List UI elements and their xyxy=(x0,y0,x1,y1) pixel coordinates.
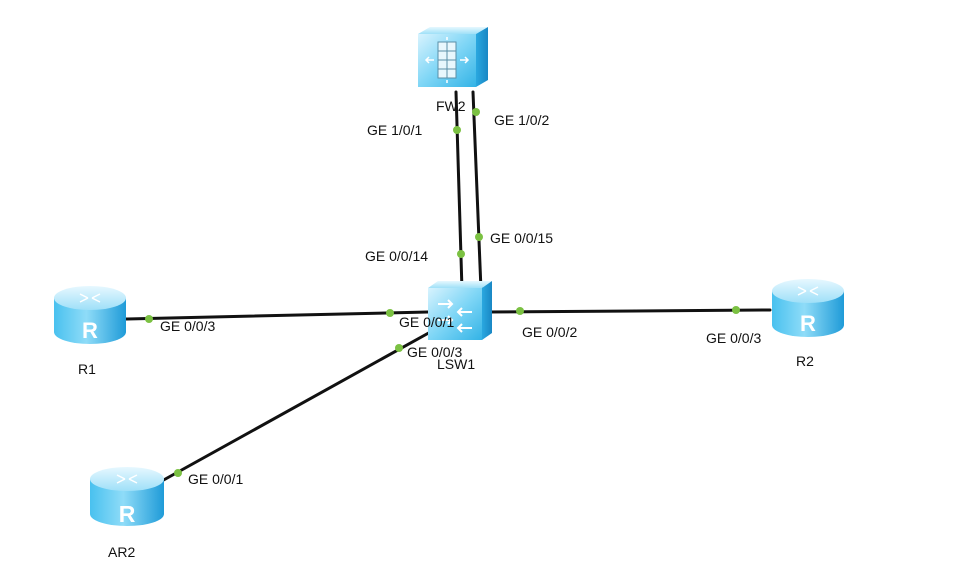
port-label-ar2-ge001: GE 0/0/1 xyxy=(188,471,243,487)
port-label-lsw1-ge002: GE 0/0/2 xyxy=(522,324,577,340)
port-dot-lsw1-ge0014 xyxy=(457,250,465,258)
link-fw2-lsw1-b[interactable] xyxy=(471,90,483,292)
device-fw2[interactable]: FW2 xyxy=(418,27,488,114)
port-label-fw2-ge101: GE 1/0/1 xyxy=(367,122,422,138)
port-label-lsw1-ge001: GE 0/0/1 xyxy=(399,314,454,330)
device-label-lsw1: LSW1 xyxy=(437,356,475,372)
device-r2[interactable]: R R2 xyxy=(772,279,844,369)
device-r1[interactable]: R R1 xyxy=(54,286,126,377)
device-label-r1: R1 xyxy=(78,361,96,377)
port-label-lsw1-ge0014: GE 0/0/14 xyxy=(365,248,428,264)
port-dot-r2-ge003 xyxy=(732,306,740,314)
port-dot-lsw1-ge002 xyxy=(516,307,524,315)
port-label-r2-ge003: GE 0/0/3 xyxy=(706,330,761,346)
device-label-ar2: AR2 xyxy=(108,544,135,560)
port-dot-fw2-ge102 xyxy=(472,108,480,116)
port-dot-r1-ge003 xyxy=(145,315,153,323)
port-label-lsw1-ge003: GE 0/0/3 xyxy=(407,344,462,360)
router-icon: R xyxy=(90,467,164,527)
port-label-r1-ge003: GE 0/0/3 xyxy=(160,318,215,334)
router-icon: R xyxy=(54,286,126,344)
svg-text:R: R xyxy=(82,318,98,343)
port-dot-lsw1-ge003 xyxy=(395,344,403,352)
device-ar2[interactable]: R AR2 xyxy=(90,467,164,560)
port-dot-ar2-ge001 xyxy=(174,469,182,477)
link-r1-lsw1[interactable] xyxy=(124,310,430,321)
device-lsw1[interactable]: LSW1 xyxy=(428,281,492,372)
device-label-r2: R2 xyxy=(796,353,814,369)
device-label-fw2: FW2 xyxy=(436,98,466,114)
svg-text:R: R xyxy=(800,311,816,336)
router-icon: R xyxy=(772,279,844,337)
port-dot-lsw1-ge001 xyxy=(386,309,394,317)
firewall-icon xyxy=(418,27,488,87)
port-label-fw2-ge102: GE 1/0/2 xyxy=(494,112,549,128)
port-label-lsw1-ge0015: GE 0/0/15 xyxy=(490,230,553,246)
port-dot-fw2-ge101 xyxy=(453,126,461,134)
svg-text:R: R xyxy=(119,501,136,527)
link-ar2-lsw1[interactable] xyxy=(158,328,436,484)
link-fw2-lsw1-a[interactable] xyxy=(454,90,464,292)
switch-icon xyxy=(428,281,492,340)
link-lsw1-r2[interactable] xyxy=(486,308,772,314)
port-dot-lsw1-ge0015 xyxy=(475,233,483,241)
